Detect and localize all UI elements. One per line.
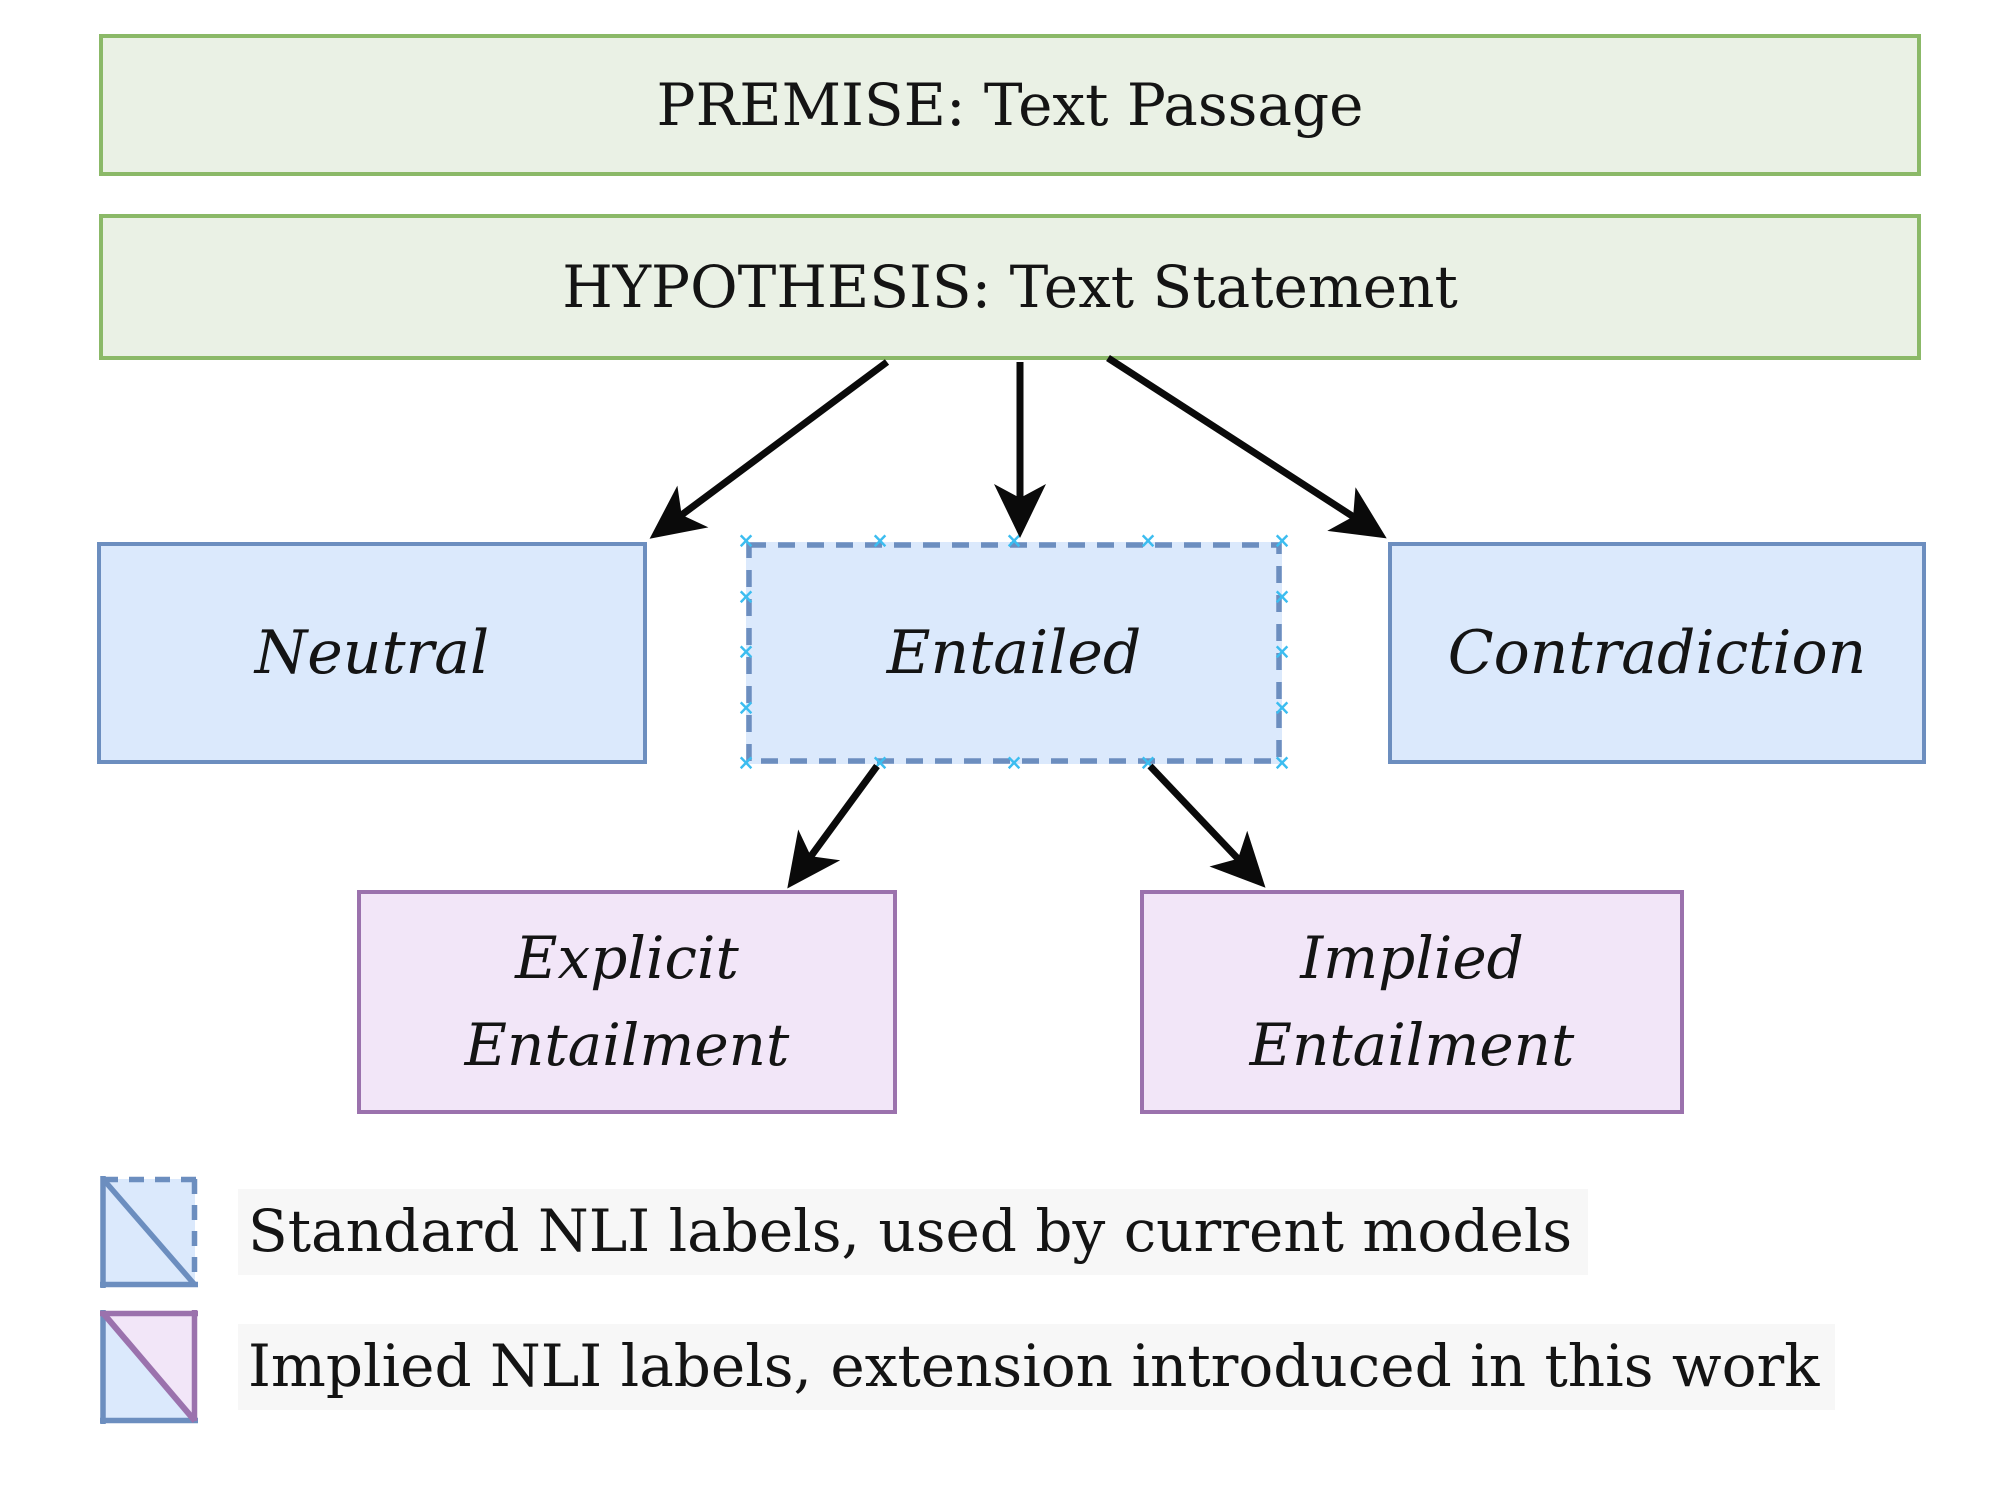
implied-nli-swatch-icon	[100, 1310, 198, 1424]
standard-nli-swatch-icon	[100, 1176, 198, 1288]
arrow-entailed-to-explicit	[787, 763, 880, 889]
glue-point-icon: ×	[871, 750, 889, 775]
premise-label: PREMISE: Text Passage	[656, 71, 1364, 139]
neutral-box: Neutral	[97, 542, 647, 764]
glue-point-icon: ×	[1273, 584, 1291, 609]
explicit-entailment-box: Explicit Entailment	[357, 890, 897, 1114]
implied-entailment-box: Implied Entailment	[1140, 890, 1684, 1114]
arrow-hypothesis-to-neutral	[649, 359, 890, 539]
contradiction-box: Contradiction	[1388, 542, 1926, 764]
hypothesis-box: HYPOTHESIS: Text Statement	[99, 214, 1921, 360]
legend-implied-text: Implied NLI labels, extension introduced…	[238, 1324, 1836, 1410]
explicit-entailment-label: Explicit Entailment	[464, 924, 790, 1079]
glue-point-icon: ×	[1273, 528, 1291, 553]
glue-point-icon: ×	[1273, 695, 1291, 720]
arrow-hypothesis-to-contradiction	[1106, 355, 1387, 539]
entailed-box: Entailed × × × × × × × × × × × × × × × ×	[737, 530, 1291, 773]
glue-point-icon: ×	[1273, 750, 1291, 775]
premise-box: PREMISE: Text Passage	[99, 34, 1921, 176]
hypothesis-label: HYPOTHESIS: Text Statement	[562, 253, 1458, 321]
entailed-label: Entailed	[886, 618, 1142, 688]
arrow-entailed-to-implied	[1147, 763, 1266, 888]
glue-point-icon: ×	[1005, 528, 1023, 553]
legend-standard-text: Standard NLI labels, used by current mod…	[238, 1189, 1589, 1275]
glue-point-icon: ×	[737, 639, 755, 664]
glue-point-icon: ×	[1139, 528, 1157, 553]
glue-point-icon: ×	[737, 695, 755, 720]
legend-row-standard: Standard NLI labels, used by current mod…	[238, 1176, 1589, 1288]
glue-point-icon: ×	[737, 528, 755, 553]
glue-point-icon: ×	[1005, 750, 1023, 775]
legend-row-implied: Implied NLI labels, extension introduced…	[238, 1310, 1836, 1424]
contradiction-label: Contradiction	[1447, 618, 1867, 688]
glue-point-icon: ×	[1273, 639, 1291, 664]
glue-point-icon: ×	[737, 584, 755, 609]
neutral-label: Neutral	[254, 618, 490, 688]
glue-point-icon: ×	[871, 528, 889, 553]
glue-point-icon: ×	[737, 750, 755, 775]
glue-point-icon: ×	[1139, 750, 1157, 775]
implied-entailment-label: Implied Entailment	[1249, 924, 1575, 1079]
